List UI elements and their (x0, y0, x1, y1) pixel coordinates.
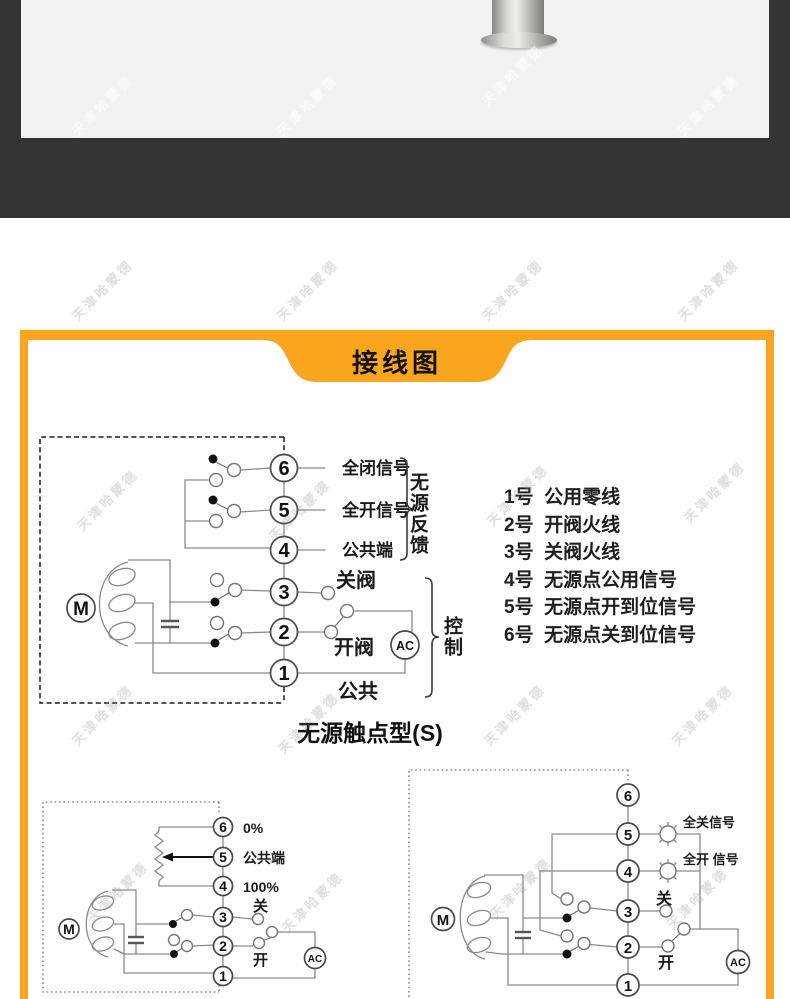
diagram-labels: 全闭信号 全开信号 公共端 关阀 开阀 公共 (334, 458, 410, 703)
svg-text:2: 2 (219, 938, 227, 954)
lamp-feedback-wiring-diagram: M AC (408, 769, 751, 999)
svg-text:1: 1 (624, 978, 632, 995)
svg-text:公共端: 公共端 (342, 540, 393, 560)
dashed-enclosure (39, 436, 285, 704)
lamp-symbols (659, 822, 677, 883)
watermark: 天津哈蒙德 (479, 256, 547, 324)
svg-text:5: 5 (219, 849, 227, 865)
modulating-wiring-diagram: M AC 6 5 4 3 2 1 0% 公共 (42, 801, 327, 993)
motor-winding (459, 875, 492, 960)
svg-text:4: 4 (278, 540, 290, 562)
svg-text:公共端: 公共端 (243, 850, 285, 866)
svg-text:开阀: 开阀 (334, 636, 374, 659)
svg-text:0%: 0% (243, 820, 264, 836)
ac-source: AC (725, 949, 751, 975)
svg-text:AC: AC (396, 639, 414, 653)
product-photo (492, 0, 544, 36)
svg-text:AC: AC (730, 957, 746, 969)
diagram-labels: 全关信号 全开 信号 关 开 (656, 815, 739, 972)
switch-contacts (560, 892, 691, 959)
svg-text:3: 3 (624, 904, 632, 921)
svg-text:开: 开 (253, 952, 268, 969)
svg-text:全关信号: 全关信号 (682, 815, 735, 830)
switch-contacts (208, 454, 355, 648)
motor-winding (99, 561, 136, 647)
legend-line: 4号 无源点公用信号 (504, 569, 678, 591)
svg-text:1: 1 (278, 663, 289, 685)
diagram-labels: 0% 公共端 100% 关 开 (243, 820, 285, 969)
svg-text:2: 2 (278, 622, 289, 644)
legend-line: 3号 关阀火线 (504, 542, 621, 563)
capacitor-symbol (161, 619, 179, 629)
svg-text:M: M (73, 599, 89, 620)
svg-text:M: M (63, 921, 75, 937)
motor-circle: M (430, 906, 456, 932)
svg-text:5: 5 (624, 827, 632, 844)
hero-panel (21, 0, 769, 138)
potentiometer (153, 830, 214, 882)
svg-text:全闭信号: 全闭信号 (341, 458, 410, 478)
svg-text:1: 1 (219, 968, 227, 984)
svg-text:2: 2 (624, 940, 632, 957)
svg-text:开: 开 (658, 954, 674, 972)
svg-text:公共: 公共 (338, 680, 378, 703)
diagram-caption: 无源触点型(S) (297, 720, 443, 746)
svg-text:6: 6 (219, 819, 227, 835)
panel-header-tab (20, 330, 774, 382)
control-group-label: 控制 (441, 616, 462, 658)
svg-text:6: 6 (278, 458, 289, 480)
motor-winding (85, 890, 115, 958)
ac-source: AC (390, 630, 420, 660)
svg-text:6: 6 (624, 788, 632, 805)
terminal-circles: 6 5 4 3 2 1 (269, 453, 299, 688)
svg-text:3: 3 (278, 582, 289, 604)
svg-text:关: 关 (656, 889, 672, 908)
main-wiring-diagram: M AC 6 5 4 3 2 1 全闭信号 (39, 436, 440, 704)
svg-text:M: M (437, 912, 450, 929)
watermark: 天津哈蒙德 (274, 256, 342, 324)
svg-text:5: 5 (278, 500, 289, 522)
watermark: 天津哈蒙德 (69, 256, 137, 324)
wiring-panel (20, 330, 774, 999)
svg-text:关: 关 (253, 897, 268, 915)
svg-text:3: 3 (219, 909, 227, 925)
capacitor-symbol (515, 930, 531, 940)
group-braces (399, 457, 440, 698)
legend-line: 5号 无源点开到位信号 (504, 597, 697, 618)
svg-text:4: 4 (624, 864, 633, 881)
svg-text:全开 信号: 全开 信号 (682, 852, 739, 867)
terminal-legend: 1号 公用零线 2号 开阀火线 3号 关阀火线 4号 无源点公用信号 5号 无源… (504, 484, 696, 649)
dotted-enclosure (42, 801, 220, 993)
watermark: 天津哈蒙德 (675, 256, 743, 324)
legend-line: 6号 无源点关到位信号 (504, 624, 697, 646)
motor-circle: M (66, 593, 96, 623)
svg-text:100%: 100% (243, 879, 279, 895)
switch-contacts (167, 908, 279, 958)
svg-text:4: 4 (219, 878, 227, 894)
page-title: 接线图 (351, 348, 442, 378)
legend-line: 1号 公用零线 (504, 487, 621, 508)
capacitor-symbol (128, 935, 144, 945)
dotted-enclosure (408, 769, 629, 999)
motor-circle: M (58, 918, 80, 940)
feedback-group-label: 无源反馈 (407, 472, 428, 556)
ac-source: AC (303, 946, 327, 970)
terminal-circles: 6 5 4 3 2 1 (212, 816, 234, 987)
legend-line: 2号 开阀火线 (504, 514, 621, 536)
product-photo-flange (481, 32, 557, 48)
terminal-circles: 6 5 4 3 2 1 (616, 783, 640, 997)
svg-text:AC: AC (308, 954, 322, 965)
svg-text:关阀: 关阀 (336, 568, 376, 592)
svg-text:全开信号: 全开信号 (341, 500, 410, 520)
